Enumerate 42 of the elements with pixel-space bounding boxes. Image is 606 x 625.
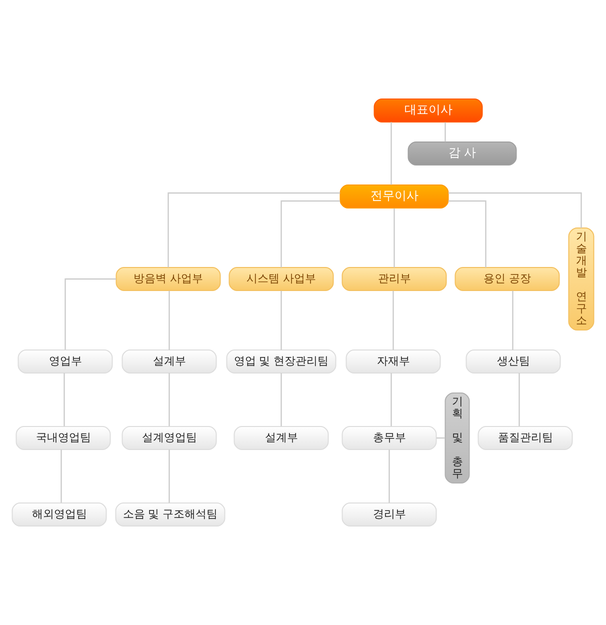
node-box: 감 사 <box>408 142 517 166</box>
connector <box>64 278 116 350</box>
node-box: 설계영업팀 <box>122 426 217 450</box>
node-box: 총무부 <box>342 426 437 450</box>
node-box: 기획 및 총무 <box>444 392 470 484</box>
node-box: 설계부 <box>122 350 217 374</box>
connector <box>60 450 62 503</box>
connector <box>518 373 520 426</box>
connector <box>394 208 395 268</box>
node-box: 설계부 <box>234 426 329 450</box>
node-box: 자재부 <box>346 350 441 374</box>
node-box: 영업부 <box>18 350 113 374</box>
node-box: 시스템 사업부 <box>228 267 334 291</box>
node-box: 대표이사 <box>374 98 483 122</box>
node-box: 생산팀 <box>466 350 561 374</box>
connector <box>512 290 514 350</box>
connector <box>64 373 65 426</box>
connector <box>280 373 282 426</box>
connector <box>448 192 582 228</box>
node-box: 품질관리팀 <box>478 426 573 450</box>
node-box: 영업 및 현장관리팀 <box>226 350 336 374</box>
node-box: 관리부 <box>342 267 447 291</box>
connector <box>390 373 392 426</box>
node-box: 소음 및 구조해석팀 <box>115 502 226 526</box>
connector <box>168 290 170 350</box>
node-box: 용인 공장 <box>454 267 560 291</box>
node-box: 해외영업팀 <box>12 502 107 526</box>
connector <box>388 450 390 503</box>
connector <box>168 373 170 426</box>
node-box: 국내영업팀 <box>16 426 111 450</box>
connector <box>168 450 170 503</box>
node-box: 경리부 <box>342 502 437 526</box>
connector <box>448 200 486 268</box>
connector <box>392 290 394 350</box>
connector <box>168 192 340 268</box>
connector <box>280 200 340 268</box>
connector <box>390 122 392 185</box>
connector <box>444 122 446 142</box>
node-box: 방음벽 사업부 <box>116 267 221 291</box>
node-box: 기술개발 연구소 <box>568 228 594 330</box>
connector <box>280 290 282 350</box>
node-box: 전무이사 <box>340 184 449 208</box>
